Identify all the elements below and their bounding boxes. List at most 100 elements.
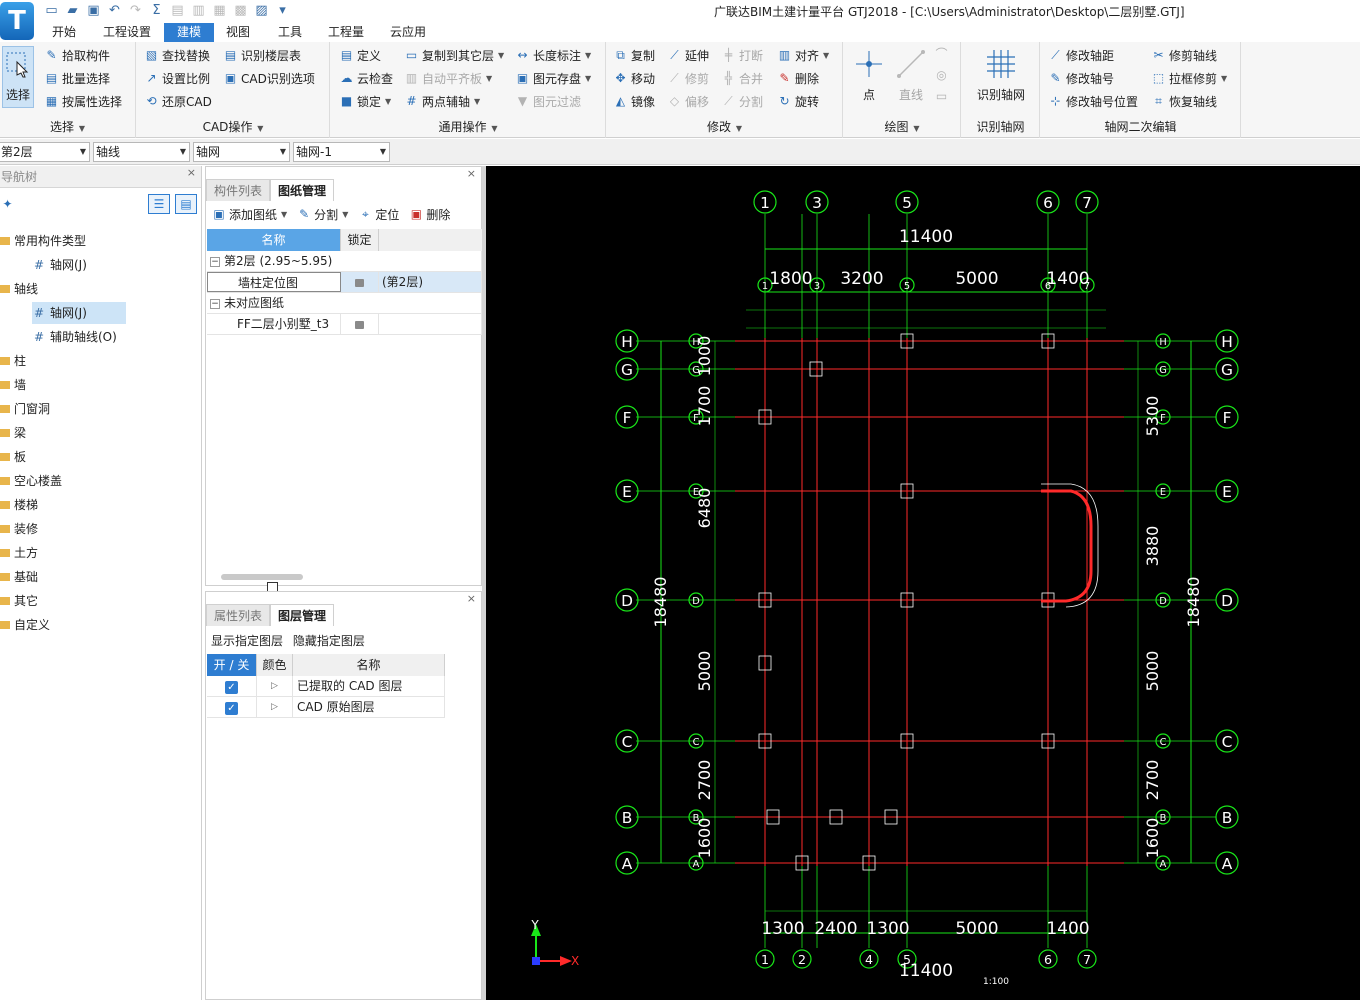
extend-button[interactable]: ⟋延伸 bbox=[667, 45, 709, 65]
length-dimension-button[interactable]: ↔长度标注▼ bbox=[515, 45, 591, 65]
add-drawing-button[interactable]: ▣添加图纸▼ bbox=[212, 206, 287, 223]
element-filter-button[interactable]: ▼图元过滤 bbox=[515, 91, 581, 111]
set-scale-button[interactable]: ↗设置比例 bbox=[144, 68, 210, 88]
column-header-name[interactable]: 名称 bbox=[207, 229, 341, 251]
close-icon[interactable]: × bbox=[186, 166, 196, 179]
tab-layer-management[interactable]: 图层管理 bbox=[270, 604, 335, 626]
move-button[interactable]: ✥移动 bbox=[613, 68, 655, 88]
tab-project-settings[interactable]: 工程设置 bbox=[103, 25, 152, 39]
mirror-button[interactable]: ◭镜像 bbox=[613, 91, 655, 111]
nav-item[interactable]: 柱 bbox=[0, 350, 26, 372]
new-file-icon[interactable]: ▭ bbox=[45, 3, 58, 18]
arc-icon[interactable]: ⌒ bbox=[935, 47, 948, 61]
layer-visible-checkbox[interactable]: ✓ bbox=[225, 681, 238, 694]
close-icon[interactable]: × bbox=[466, 167, 476, 180]
column-header-layer-name[interactable]: 名称 bbox=[293, 654, 445, 676]
pin-icon[interactable]: ✦ bbox=[2, 196, 13, 211]
collapse-icon[interactable]: − bbox=[210, 256, 220, 267]
drawing-group-row[interactable]: −第2层 (2.95~5.95) bbox=[207, 251, 482, 272]
nav-item[interactable]: 墙 bbox=[0, 374, 26, 396]
box-trim-button[interactable]: ⬚拉框修剪▼ bbox=[1151, 68, 1227, 88]
pick-component-button[interactable]: ✎拾取构件 bbox=[44, 45, 110, 65]
layer-visible-checkbox[interactable]: ✓ bbox=[225, 702, 238, 715]
select-big-button[interactable]: 选择 bbox=[2, 46, 34, 103]
hide-layer-link[interactable]: 隐藏指定图层 bbox=[292, 634, 365, 648]
calc-icon[interactable]: ▤ bbox=[171, 3, 184, 18]
two-point-aux-axis-button[interactable]: #两点辅轴▼ bbox=[404, 91, 480, 111]
save-icon[interactable]: ▣ bbox=[87, 3, 100, 18]
redo-icon[interactable]: ↷ bbox=[130, 3, 141, 18]
element-save-button[interactable]: ▣图元存盘▼ bbox=[515, 68, 591, 88]
tab-drawing-management[interactable]: 图纸管理 bbox=[270, 179, 335, 201]
identify-floor-table-button[interactable]: ▤识别楼层表 bbox=[223, 45, 301, 65]
close-icon[interactable]: × bbox=[466, 592, 476, 605]
show-layer-link[interactable]: 显示指定图层 bbox=[211, 634, 284, 648]
drawing-name-cell[interactable]: FF二层小别墅_t3 bbox=[207, 314, 341, 334]
merge-button[interactable]: ╬合并 bbox=[721, 68, 763, 88]
app-logo[interactable]: T bbox=[0, 2, 34, 40]
rotate-button[interactable]: ↻旋转 bbox=[777, 91, 819, 111]
element-type-combo[interactable]: 轴线▼ bbox=[93, 142, 190, 162]
check-icon[interactable]: ▦ bbox=[213, 3, 226, 18]
nav-item[interactable]: #辅助轴线(O) bbox=[32, 326, 117, 348]
column-header-on-off[interactable]: 开 / 关 bbox=[207, 654, 257, 676]
nav-item[interactable]: 轴线 bbox=[0, 278, 38, 300]
find-replace-button[interactable]: ▧查找替换 bbox=[144, 45, 210, 65]
nav-item[interactable]: 板 bbox=[0, 446, 26, 468]
lock-button[interactable]: ■锁定▼ bbox=[339, 91, 391, 111]
batch-select-button[interactable]: ▤批量选择 bbox=[44, 68, 110, 88]
delete-drawing-button[interactable]: ▣删除 bbox=[409, 206, 451, 223]
rectangle-icon[interactable]: ▭ bbox=[935, 88, 948, 103]
cloud-check-button[interactable]: ☁云检查 bbox=[339, 68, 394, 88]
split-drawing-button[interactable]: ✎分割▼ bbox=[297, 206, 348, 223]
nav-item[interactable]: 空心楼盖 bbox=[0, 470, 62, 492]
tab-property-list[interactable]: 属性列表 bbox=[206, 604, 271, 626]
canvas-splitter[interactable] bbox=[482, 166, 486, 1000]
identify-axis-button[interactable]: 识别轴网 bbox=[968, 46, 1034, 103]
drawing-row[interactable]: 墙柱定位图 (第2层) bbox=[207, 272, 482, 293]
layer-row[interactable]: ✓ ▷ 已提取的 CAD 图层 bbox=[207, 676, 445, 697]
delete-button[interactable]: ✎删除 bbox=[777, 68, 819, 88]
export-icon[interactable]: ▨ bbox=[255, 3, 268, 18]
lock-cell[interactable] bbox=[341, 314, 379, 334]
tab-component-list[interactable]: 构件列表 bbox=[206, 179, 271, 201]
nav-item[interactable]: 门窗洞 bbox=[0, 398, 50, 420]
expand-triangle-icon[interactable]: ▷ bbox=[257, 697, 293, 717]
point-button[interactable]: 点 bbox=[852, 46, 886, 103]
list-view-icon[interactable]: ☰ bbox=[148, 194, 170, 214]
copy-button[interactable]: ⧉复制 bbox=[613, 45, 655, 65]
nav-item[interactable]: 梁 bbox=[0, 422, 26, 444]
horizontal-scrollbar[interactable] bbox=[221, 574, 303, 580]
floor-combo[interactable]: 第2层▼ bbox=[0, 142, 90, 162]
select-by-property-button[interactable]: ▦按属性选择 bbox=[44, 91, 122, 111]
expand-triangle-icon[interactable]: ▷ bbox=[257, 676, 293, 696]
column-header-color[interactable]: 颜色 bbox=[257, 654, 293, 676]
nav-item[interactable]: 自定义 bbox=[0, 614, 50, 636]
define-button[interactable]: ▤定义 bbox=[339, 45, 381, 65]
restore-axis-button[interactable]: ⌗恢复轴线 bbox=[1151, 91, 1217, 111]
undo-icon[interactable]: ↶ bbox=[109, 3, 120, 18]
modify-axis-number-button[interactable]: ✎修改轴号 bbox=[1048, 68, 1114, 88]
element-name-combo[interactable]: 轴网-1▼ bbox=[293, 142, 390, 162]
nav-item[interactable]: 常用构件类型 bbox=[0, 230, 86, 252]
element-subtype-combo[interactable]: 轴网▼ bbox=[193, 142, 290, 162]
modify-axis-number-position-button[interactable]: ⊹修改轴号位置 bbox=[1048, 91, 1138, 111]
drawing-row[interactable]: FF二层小别墅_t3 bbox=[207, 314, 482, 335]
locate-drawing-button[interactable]: ⌖定位 bbox=[358, 206, 399, 223]
line-button[interactable]: 直线 bbox=[894, 46, 928, 103]
break-button[interactable]: ╪打断 bbox=[721, 45, 763, 65]
tab-cloud[interactable]: 云应用 bbox=[390, 25, 427, 39]
nav-item[interactable]: 其它 bbox=[0, 590, 38, 612]
drawing-name-cell[interactable]: 墙柱定位图 bbox=[207, 272, 341, 292]
tree-view-icon[interactable]: ▤ bbox=[175, 194, 197, 214]
cad-identify-options-button[interactable]: ▣CAD识别选项 bbox=[223, 68, 315, 88]
offset-button[interactable]: ◇偏移 bbox=[667, 91, 709, 111]
tab-view[interactable]: 视图 bbox=[226, 25, 251, 39]
collapse-icon[interactable]: − bbox=[210, 298, 220, 309]
nav-item[interactable]: #轴网(J) bbox=[32, 254, 87, 276]
tab-quantity[interactable]: 工程量 bbox=[328, 25, 365, 39]
tab-modeling[interactable]: 建模 bbox=[164, 23, 214, 42]
restore-cad-button[interactable]: ⟲还原CAD bbox=[144, 91, 211, 111]
